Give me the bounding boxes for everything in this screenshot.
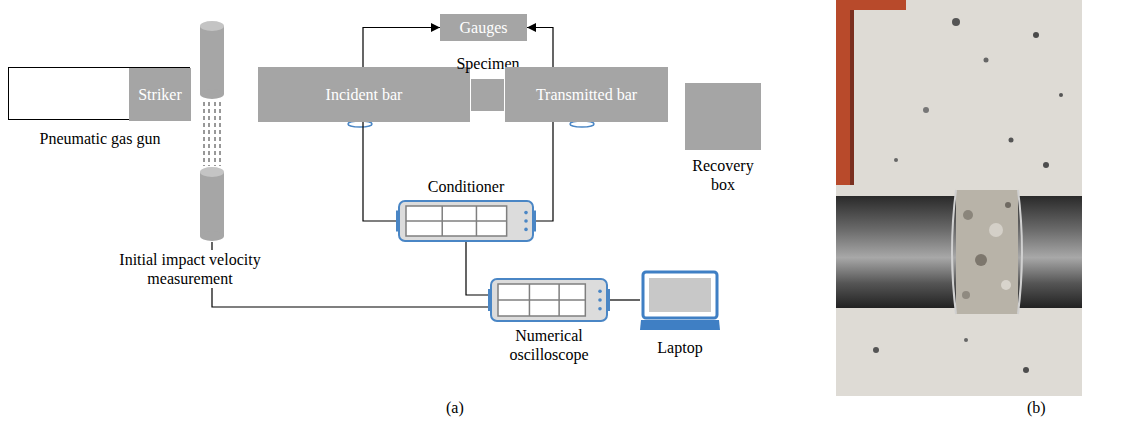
laptop: Laptop (640, 270, 720, 332)
gas-gun: Pneumatic gas gunStriker (8, 67, 190, 120)
signal-wire (466, 242, 490, 295)
laptop-icon (640, 270, 720, 332)
oscilloscope-icon (490, 278, 608, 322)
part-label: Laptop (640, 338, 720, 357)
box-label: Striker (138, 85, 182, 104)
velocity-sensor-icon (200, 20, 224, 242)
part-label: Conditioner (398, 177, 534, 196)
panel-label: (b) (1027, 399, 1046, 417)
part-label: Pneumatic gas gun (9, 129, 191, 148)
signal-wire (608, 299, 640, 300)
box-label: Incident bar (326, 85, 403, 104)
striker-box: Striker (129, 68, 191, 121)
gauges-box: Gauges (440, 14, 527, 41)
transmitted-bar: Transmitted bar (505, 67, 668, 122)
part-label: Numerical oscilloscope (499, 326, 599, 364)
velocity-sensor: Initial impact velocity measurement (200, 20, 224, 242)
oscilloscope: Numerical oscilloscope (490, 278, 608, 322)
box-label: Gauges (460, 18, 508, 37)
part-label: Initial impact velocity measurement (90, 250, 290, 288)
specimen: Specimen (471, 79, 504, 111)
specimen-photo (836, 0, 1082, 396)
conditioner: Conditioner (398, 200, 534, 242)
signal-wire (527, 28, 553, 222)
part-label: Recovery box (685, 156, 761, 194)
incident-bar: Incident bar (258, 67, 470, 122)
box-label: Transmitted bar (536, 85, 637, 104)
conditioner-icon (398, 200, 534, 242)
recovery-box: Recovery box (685, 83, 761, 150)
panel-label: (a) (446, 399, 464, 417)
